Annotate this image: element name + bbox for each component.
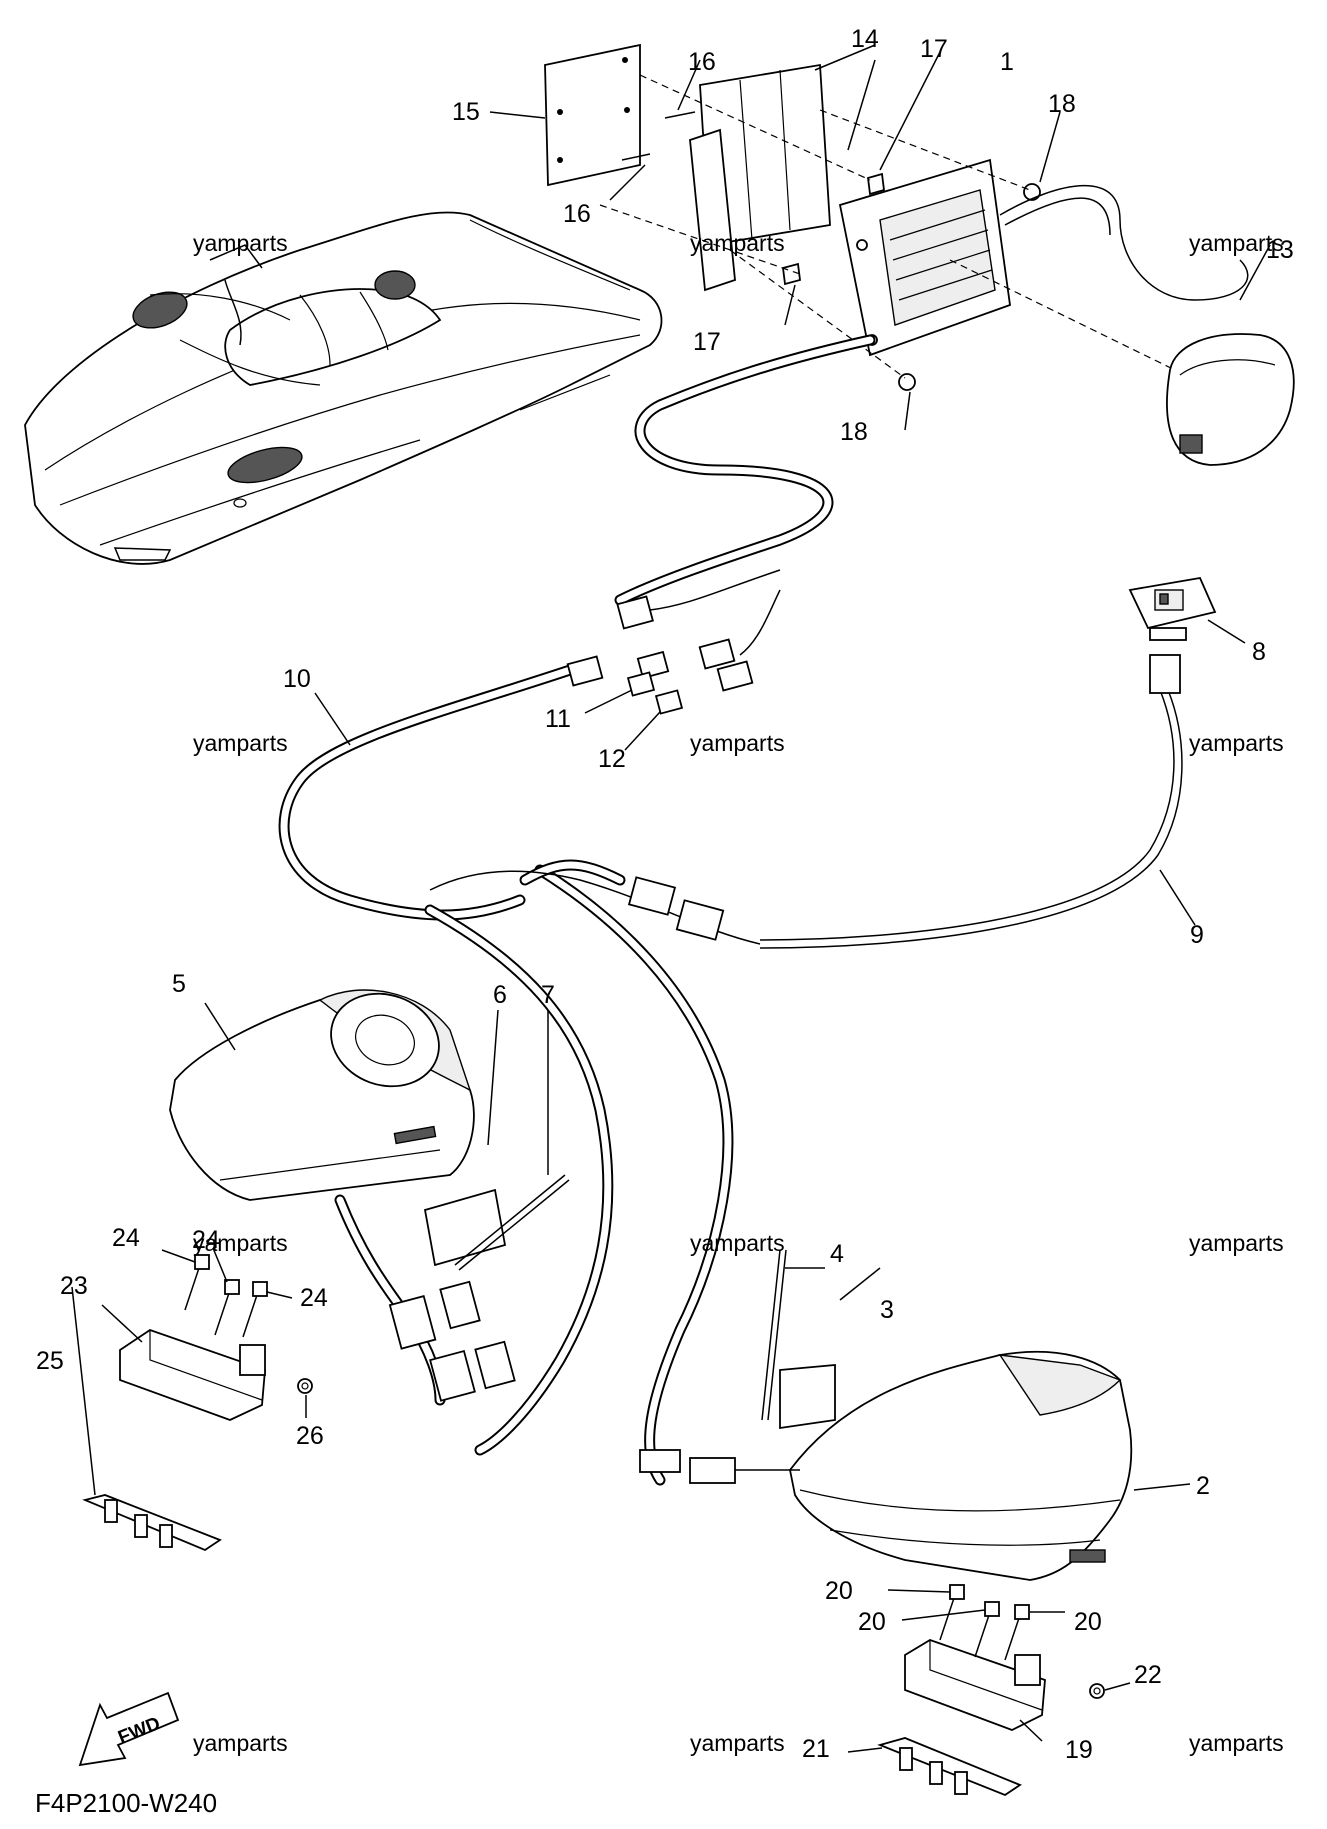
sub-harness-and-switch [429, 576, 1217, 949]
callout-3: 3 [880, 1296, 894, 1324]
callout-23: 23 [60, 1272, 88, 1300]
callout-16a: 16 [688, 48, 716, 76]
watermark: yamparts [1189, 230, 1284, 256]
callout-7: 7 [541, 981, 555, 1009]
callout-17a: 17 [920, 35, 948, 63]
callout-4: 4 [830, 1240, 844, 1268]
leader-lines [71, 44, 1271, 1753]
callout-16b: 16 [563, 200, 591, 228]
callout-10: 10 [283, 665, 311, 693]
callout-26: 26 [296, 1422, 324, 1450]
right-meter-assembly [639, 1249, 1133, 1581]
callout-20a: 20 [825, 1577, 853, 1605]
watermark: yamparts [193, 1730, 288, 1756]
watermark: yamparts [1189, 1730, 1284, 1756]
watermark: yamparts [193, 1230, 288, 1256]
watermark: yamparts [1189, 730, 1284, 756]
watermarks: yamparts yamparts yamparts yamparts yamp… [193, 230, 1284, 1756]
ecu-bracket-assembly [544, 43, 1295, 466]
watermark: yamparts [193, 230, 288, 256]
callout-24b: 24 [192, 1226, 220, 1254]
callout-9: 9 [1190, 921, 1204, 949]
callout-20c: 20 [1074, 1608, 1102, 1636]
callout-24a: 24 [112, 1224, 140, 1252]
callout-2: 2 [1196, 1472, 1210, 1500]
callout-22: 22 [1134, 1661, 1162, 1689]
watermark: yamparts [1189, 1230, 1284, 1256]
watercraft-illustration [24, 211, 663, 565]
right-bracket-assembly [877, 1584, 1105, 1797]
left-bracket-assembly [82, 1254, 313, 1552]
watermark: yamparts [690, 1730, 785, 1756]
callout-21: 21 [802, 1735, 830, 1763]
callout-14: 14 [851, 25, 879, 53]
diagram-code: F4P2100-W240 [35, 1788, 217, 1818]
callout-13: 13 [1266, 236, 1294, 264]
callout-17b: 17 [693, 328, 721, 356]
callout-20b: 20 [858, 1608, 886, 1636]
callout-1: 1 [1000, 48, 1014, 76]
left-meter-assembly [169, 989, 570, 1406]
callout-24c: 24 [300, 1284, 328, 1312]
callout-19: 19 [1065, 1736, 1093, 1764]
watermark: yamparts [690, 730, 785, 756]
callout-5: 5 [172, 970, 186, 998]
callout-6: 6 [493, 981, 507, 1009]
wire-harness-main [278, 334, 876, 1486]
callout-8: 8 [1252, 638, 1266, 666]
callout-12: 12 [598, 745, 626, 773]
callout-25: 25 [36, 1347, 64, 1375]
callout-11: 11 [545, 705, 571, 733]
watermark: yamparts [690, 1230, 785, 1256]
watermark: yamparts [193, 730, 288, 756]
callout-15: 15 [452, 98, 480, 126]
callout-labels: 1 2 3 4 5 6 7 8 9 10 11 12 13 14 15 16 1… [36, 25, 1294, 1764]
callout-18b: 18 [840, 418, 868, 446]
forward-arrow: FWD [78, 1691, 180, 1767]
watermark: yamparts [690, 230, 785, 256]
callout-18a: 18 [1048, 90, 1076, 118]
